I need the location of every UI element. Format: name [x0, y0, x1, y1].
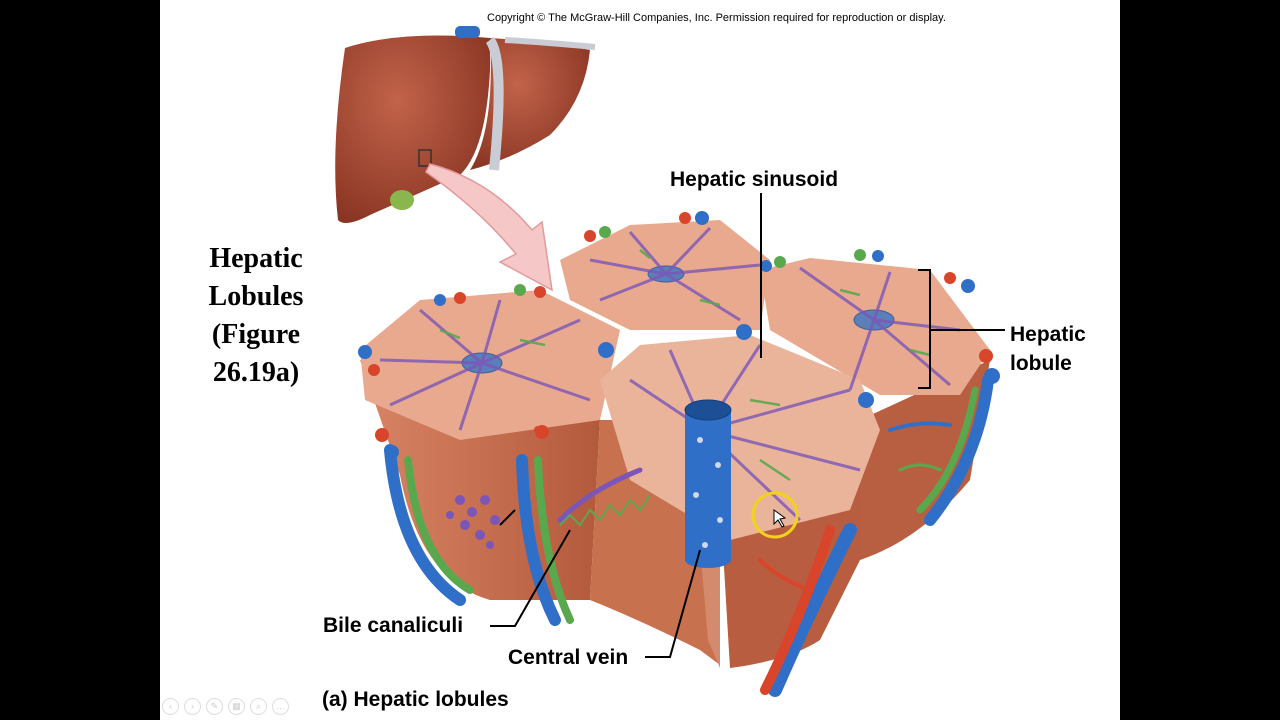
slide-title-line: Hepatic	[209, 243, 303, 274]
label-bile-canaliculi: Bile canaliculi	[323, 614, 464, 637]
more-options-icon[interactable]: …	[272, 698, 289, 715]
previous-slide-icon[interactable]: ‹	[162, 698, 179, 715]
slide: Copyright © The McGraw-Hill Companies, I…	[160, 0, 1120, 720]
label-line: Hepatic	[1010, 323, 1086, 346]
slide-nav-toolbar: ‹ › ✎ ▦ ⌕ …	[162, 698, 289, 715]
figure-caption: (a) Hepatic lobules	[322, 688, 509, 711]
next-slide-icon[interactable]: ›	[184, 698, 201, 715]
slide-title-line: 26.19a)	[212, 357, 300, 388]
slide-title-line: (Figure	[211, 319, 301, 350]
pen-icon[interactable]: ✎	[206, 698, 223, 715]
label-hepatic-sinusoid: Hepatic sinusoid	[670, 168, 839, 191]
leader-lines	[490, 193, 1005, 658]
label-central-vein: Central vein	[508, 646, 629, 669]
label-hepatic-lobule: Hepatic lobule	[1010, 320, 1086, 378]
lobule-block	[358, 211, 1000, 697]
liver-lobule-illustration	[335, 26, 1005, 697]
zoom-icon[interactable]: ⌕	[250, 698, 267, 715]
label-line: lobule	[1010, 352, 1072, 375]
slides-grid-icon[interactable]: ▦	[228, 698, 245, 715]
zoom-arrow	[425, 163, 553, 292]
slide-title: Hepatic Lobules (Figure 26.19a)	[200, 240, 312, 392]
slide-title-line: Lobules	[208, 281, 304, 312]
copyright-notice: Copyright © The McGraw-Hill Companies, I…	[487, 12, 946, 24]
